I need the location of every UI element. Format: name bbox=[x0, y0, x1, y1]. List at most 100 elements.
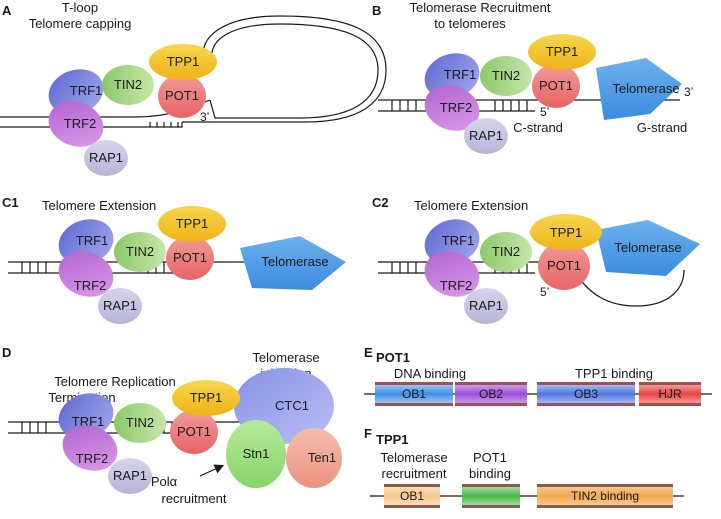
tpp1-protein bbox=[528, 34, 596, 70]
pot1-domain-title: POT1 bbox=[376, 350, 410, 365]
pot1-ob2-label: OB2 bbox=[479, 387, 503, 401]
trf2-label: TRF2 bbox=[74, 278, 107, 293]
rap1-protein bbox=[84, 140, 128, 176]
rap1-label: RAP1 bbox=[469, 128, 503, 143]
tpp1-protein bbox=[172, 380, 240, 416]
pot1-protein bbox=[166, 236, 214, 280]
panel-letter-e: E bbox=[364, 345, 373, 360]
panel-b: B Telomerase Recruitment to telomeres 5’… bbox=[372, 0, 693, 154]
trf2-label: TRF2 bbox=[64, 116, 97, 131]
tpp1-protein bbox=[530, 214, 602, 250]
panel-c2: C2 Telomere Extension 5’ Telomerase TRF1… bbox=[372, 195, 700, 324]
panel-letter-a: A bbox=[2, 3, 12, 18]
tpp1-binding-label: TPP1 binding bbox=[575, 366, 653, 381]
tpp1-tin2-binding-label: TIN2 binding bbox=[571, 489, 639, 503]
pol-alpha-line1: Polα bbox=[151, 474, 178, 489]
panel-f: F TPP1 Telomerase recruitment POT1 bindi… bbox=[364, 426, 684, 508]
trf1-label: TRF1 bbox=[442, 233, 475, 248]
pot1-label: POT1 bbox=[177, 424, 211, 439]
pot1-ob2-domain: OB2 bbox=[455, 382, 527, 406]
rap1-label: RAP1 bbox=[103, 298, 137, 313]
trf2-label: TRF2 bbox=[440, 278, 473, 293]
rap1-protein bbox=[98, 288, 142, 324]
rap1-protein bbox=[464, 118, 508, 154]
tpp1-label: TPP1 bbox=[546, 44, 579, 59]
telomerase-label: Telomerase bbox=[614, 240, 681, 255]
tpp1-label: TPP1 bbox=[167, 54, 200, 69]
panel-a-3prime-label: 3’ bbox=[200, 110, 209, 124]
panel-c1-title: Telomere Extension bbox=[42, 198, 156, 213]
trf2-protein bbox=[424, 85, 480, 131]
pot1-ob3-label: OB3 bbox=[574, 387, 598, 401]
panel-a-title-line2: Telomere capping bbox=[29, 16, 132, 31]
pot1-binding-line2: binding bbox=[469, 466, 511, 481]
ten1-protein bbox=[286, 428, 342, 488]
stn1-label: Stn1 bbox=[243, 446, 270, 461]
pot1-ob3-domain: OB3 bbox=[537, 382, 635, 406]
panel-letter-c1: C1 bbox=[2, 195, 19, 210]
rap1-protein bbox=[464, 288, 508, 324]
dna-binding-label: DNA binding bbox=[394, 366, 466, 381]
pot1-label: POT1 bbox=[539, 78, 573, 93]
panel-d: D Telomere Replication Termination Telom… bbox=[2, 345, 342, 506]
rap1-label: RAP1 bbox=[89, 150, 123, 165]
pot1-ob1-label: OB1 bbox=[402, 387, 426, 401]
tin2-label: TIN2 bbox=[126, 244, 154, 259]
panel-d-title-line1: Telomere Replication bbox=[54, 374, 175, 389]
tpp1-protein bbox=[149, 44, 217, 80]
tpp1-tin2-binding-domain: TIN2 binding bbox=[537, 484, 673, 508]
panel-b-title-line1: Telomerase Recruitment bbox=[410, 0, 551, 15]
trf2-protein bbox=[424, 251, 480, 297]
pot1-label: POT1 bbox=[165, 88, 199, 103]
tpp1-label: TPP1 bbox=[190, 390, 223, 405]
tpp1-ob1-domain: OB1 bbox=[384, 484, 440, 508]
trf2-protein bbox=[48, 101, 104, 147]
trf1-label: TRF1 bbox=[76, 233, 109, 248]
pot1-label: POT1 bbox=[173, 250, 207, 265]
pot1-protein bbox=[158, 74, 206, 118]
panel-b-title-line2: to telomeres bbox=[434, 16, 506, 31]
tin2-protein bbox=[114, 403, 166, 443]
trf1-label: TRF1 bbox=[444, 67, 477, 82]
rap1-protein bbox=[108, 458, 152, 494]
rap1-label: RAP1 bbox=[113, 468, 147, 483]
pol-alpha-line2: recruitment bbox=[161, 491, 226, 506]
panel-c1: C1 Telomere Extension 5’ Telomerase TRF1… bbox=[2, 195, 346, 324]
pot1-hjr-domain: HJR bbox=[639, 382, 701, 406]
t-loop-dna bbox=[0, 15, 387, 128]
panel-b-3prime-label: 3’ bbox=[684, 85, 693, 99]
tin2-label: TIN2 bbox=[126, 415, 154, 430]
telomerase-enzyme bbox=[596, 220, 700, 276]
tin2-protein bbox=[114, 232, 166, 272]
panel-a: A T-loop Telomere capping 3’ TRF1 TRF2 R… bbox=[0, 0, 387, 176]
tin2-label: TIN2 bbox=[114, 77, 142, 92]
trf2-protein bbox=[62, 425, 118, 471]
tin2-protein bbox=[480, 56, 532, 96]
panel-letter-d: D bbox=[2, 345, 11, 360]
trf1-protein bbox=[58, 393, 114, 439]
telomerase-inhibition-line1: Telomerase bbox=[252, 350, 319, 365]
ctc1-label: CTC1 bbox=[275, 398, 309, 413]
trf2-label: TRF2 bbox=[76, 451, 109, 466]
pol-alpha-arrow bbox=[199, 464, 225, 477]
telomerase-label: Telomerase bbox=[261, 254, 328, 269]
tpp1-pot1-binding-domain bbox=[462, 484, 520, 508]
telomerase-enzyme bbox=[596, 58, 682, 120]
telomerase-recruitment-line1: Telomerase bbox=[380, 450, 447, 465]
telomerase-recruitment-line2: recruitment bbox=[381, 466, 446, 481]
trf2-label: TRF2 bbox=[440, 100, 473, 115]
rap1-label: RAP1 bbox=[469, 298, 503, 313]
pot1-hjr-label: HJR bbox=[658, 387, 682, 401]
tpp1-label: TPP1 bbox=[550, 225, 583, 240]
panel-letter-c2: C2 bbox=[372, 195, 389, 210]
panel-letter-f: F bbox=[364, 426, 372, 441]
ten1-label: Ten1 bbox=[308, 450, 336, 465]
g-strand-label: G-strand bbox=[637, 120, 688, 135]
c-strand-label: C-strand bbox=[513, 120, 563, 135]
panel-b-5prime-label: 5’ bbox=[540, 105, 549, 119]
pot1-protein bbox=[170, 410, 218, 454]
panel-e: E POT1 DNA binding TPP1 binding OB1 OB2 … bbox=[364, 345, 712, 406]
panel-c2-title: Telomere Extension bbox=[414, 198, 528, 213]
trf1-label: TRF1 bbox=[72, 414, 105, 429]
